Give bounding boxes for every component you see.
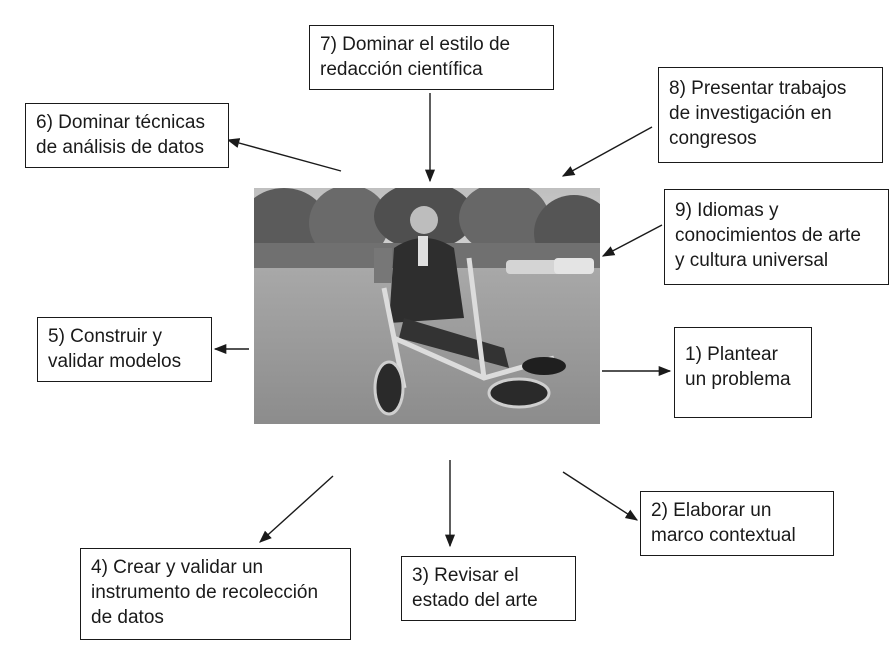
box-step-4: 4) Crear y validar un instrumento de rec… xyxy=(80,548,351,640)
box-step-1: 1) Plantear un problema xyxy=(674,327,812,418)
box-step-5: 5) Construir y validar modelos xyxy=(37,317,212,382)
box-step-5-line-2: validar modelos xyxy=(48,351,182,372)
box-step-4-line-3: de datos xyxy=(91,607,164,628)
arrow-to-box8 xyxy=(561,126,653,177)
box-step-2: 2) Elaborar un marco contextual xyxy=(640,491,834,556)
box-step-7-line-2: redacción científica xyxy=(320,59,483,80)
box-step-5-line-1: 5) Construir y xyxy=(48,326,163,347)
box-step-7: 7) Dominar el estilo de redacción cientí… xyxy=(309,25,554,90)
box-step-7-line-1: 7) Dominar el estilo de xyxy=(320,34,511,55)
arrow-to-box6 xyxy=(226,138,342,172)
box-step-6-line-2: de análisis de datos xyxy=(36,137,204,158)
box-step-8-line-1: 8) Presentar trabajos xyxy=(669,78,847,99)
photo-wheels xyxy=(373,360,551,416)
arrow-to-box4 xyxy=(259,475,334,543)
box-step-9-line-3: y cultura universal xyxy=(675,250,829,271)
box-step-6-line-1: 6) Dominar técnicas xyxy=(36,112,205,133)
box-step-1-line-1: 1) Plantear xyxy=(685,344,778,365)
box-step-8: 8) Presentar trabajos de investigación e… xyxy=(658,67,883,163)
box-step-8-line-2: de investigación en xyxy=(669,103,832,124)
box-step-2-line-1: 2) Elaborar un xyxy=(651,500,772,521)
arrow-to-box2 xyxy=(562,471,639,521)
box-step-1-line-2: un problema xyxy=(685,369,791,390)
box-step-6: 6) Dominar técnicas de análisis de datos xyxy=(25,103,229,168)
box-step-4-line-2: instrumento de recolección xyxy=(91,582,319,603)
box-step-3-line-2: estado del arte xyxy=(412,590,538,611)
box-step-3: 3) Revisar el estado del arte xyxy=(401,556,576,621)
box-step-8-line-3: congresos xyxy=(669,128,757,149)
photo-cars xyxy=(506,258,594,274)
central-photo xyxy=(254,188,600,424)
box-step-9: 9) Idiomas y conocimientos de arte y cul… xyxy=(664,189,889,285)
arrow-to-box9 xyxy=(601,224,663,257)
box-step-2-line-2: marco contextual xyxy=(651,525,796,546)
box-step-9-line-2: conocimientos de arte xyxy=(675,225,861,246)
box-step-4-line-1: 4) Crear y validar un xyxy=(91,557,264,578)
box-step-3-line-1: 3) Revisar el xyxy=(412,565,519,586)
box-step-9-line-1: 9) Idiomas y xyxy=(675,200,779,221)
